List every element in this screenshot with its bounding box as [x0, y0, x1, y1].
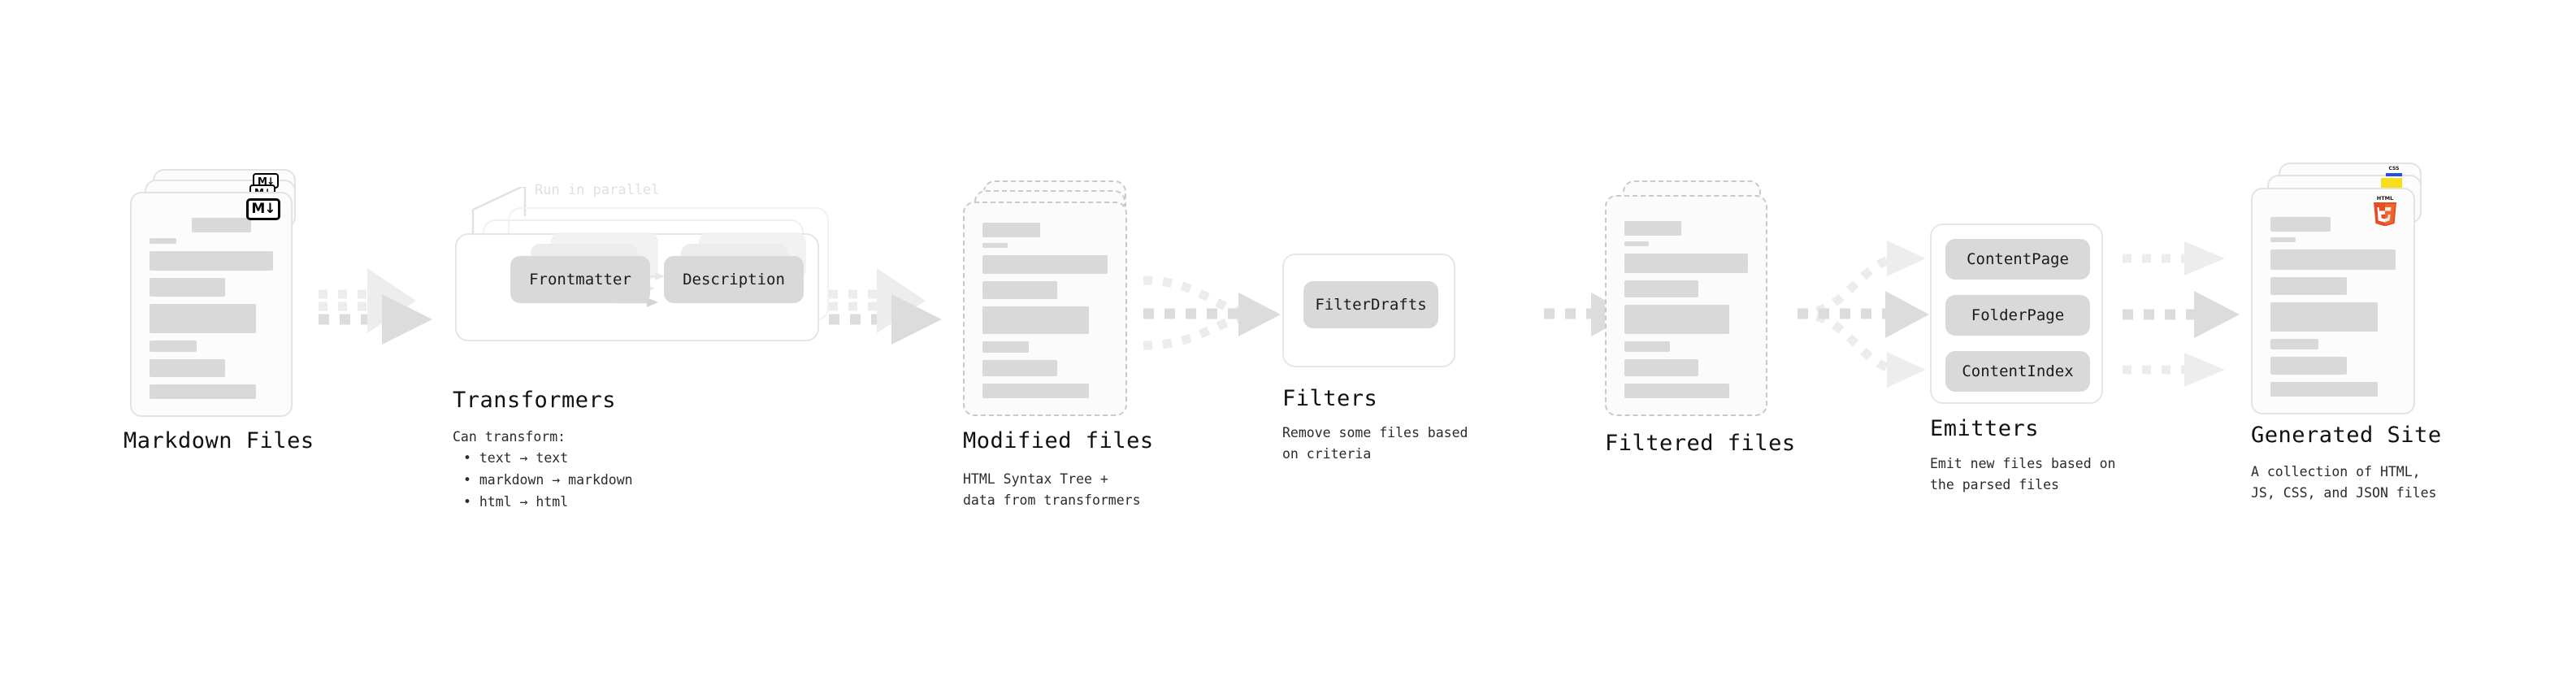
doc-line — [2270, 217, 2331, 232]
stage-markdown-files: M↓ M↓ M↓ — [130, 169, 306, 417]
arrow-transformers-to-modified — [829, 268, 942, 345]
page-title-generated-site: Generated Site — [2251, 423, 2442, 448]
filters-subtitle: Remove some files based on criteria — [1282, 425, 1468, 462]
doc-line — [2270, 249, 2396, 270]
doc-line — [150, 358, 225, 377]
chip-contentindex[interactable]: ContentIndex — [1945, 351, 2090, 392]
emitters-box: ContentPage FolderPage ContentIndex — [1930, 223, 2103, 404]
chip-frontmatter[interactable]: Frontmatter — [510, 256, 650, 303]
doc-line — [2270, 236, 2296, 243]
doc-line — [1624, 241, 1650, 247]
generated-site-stack: CSS HTML — [2251, 163, 2438, 414]
stage-modified-files — [963, 180, 1138, 416]
doc-line — [1624, 280, 1699, 298]
stage-generated-site: CSS HTML — [2251, 163, 2438, 414]
doc-line — [150, 340, 197, 352]
document-content — [2253, 189, 2413, 413]
document-content — [132, 193, 291, 415]
doc-line — [1624, 359, 1699, 376]
arrow-modified-to-filters — [1143, 275, 1281, 350]
doc-line — [2270, 276, 2347, 296]
document-content — [965, 203, 1125, 414]
doc-line — [982, 384, 1089, 398]
arrow-markdown-to-transformers — [319, 268, 432, 345]
page-title-emitters: Emitters — [1930, 416, 2040, 441]
chip-filterdrafts[interactable]: FilterDrafts — [1303, 281, 1438, 328]
doc-line — [982, 242, 1008, 249]
doc-line — [150, 250, 273, 271]
sheet-front — [130, 192, 293, 417]
doc-line — [150, 278, 225, 297]
doc-line — [982, 341, 1029, 353]
stage-transformers: Run in parallel Frontmatter Description — [447, 182, 829, 358]
page-title-markdown-files: Markdown Files — [124, 428, 314, 453]
page-title-filters: Filters — [1282, 386, 1378, 411]
page-title-transformers: Transformers — [453, 388, 617, 413]
sheet-front — [1605, 195, 1767, 416]
arrow-filtered-to-emitters — [1797, 241, 1929, 388]
svg-text:HTML: HTML — [2377, 195, 2393, 202]
doc-line — [1624, 340, 1671, 353]
transformers-subtitle: Can transform: — [453, 429, 566, 445]
transformers-bullet-0: • text → text — [463, 450, 569, 466]
modified-files-subtitle: HTML Syntax Tree + data from transformer… — [963, 471, 1141, 508]
css3-icon: CSS — [2386, 166, 2402, 176]
modified-file-stack — [963, 180, 1138, 416]
doc-line — [2270, 338, 2318, 350]
doc-line — [150, 303, 256, 334]
filters-box: FilterDrafts — [1282, 254, 1455, 367]
doc-line — [1624, 221, 1681, 236]
doc-line — [982, 359, 1058, 377]
markdown-file-stack: M↓ M↓ M↓ — [130, 169, 306, 417]
markdown-icon: M↓ — [246, 198, 280, 220]
arrow-emitters-to-site — [2123, 241, 2240, 387]
transformers-bullet-2: • html → html — [463, 494, 569, 510]
doc-line — [192, 218, 251, 233]
stage-filtered-files — [1605, 180, 1780, 416]
run-in-parallel-label: Run in parallel — [535, 182, 660, 198]
generated-site-subtitle: A collection of HTML, JS, CSS, and JSON … — [2251, 464, 2437, 501]
chip-description[interactable]: Description — [664, 256, 804, 303]
filtered-file-stack — [1605, 180, 1780, 416]
chip-contentpage[interactable]: ContentPage — [1945, 239, 2090, 280]
document-content — [1607, 197, 1766, 414]
chip-folderpage[interactable]: FolderPage — [1945, 295, 2090, 336]
doc-line — [982, 255, 1108, 275]
emitters-subtitle: Emit new files based on the parsed files — [1930, 456, 2116, 492]
page-title-filtered-files: Filtered files — [1605, 431, 1796, 456]
doc-line — [1624, 383, 1730, 398]
doc-line — [150, 238, 177, 244]
page-title-modified-files: Modified files — [963, 428, 1154, 453]
doc-line — [982, 306, 1089, 335]
doc-line — [150, 384, 256, 400]
doc-line — [982, 281, 1058, 299]
doc-line — [2270, 382, 2379, 397]
sheet-front — [2251, 188, 2415, 414]
html5-icon: HTML — [2374, 195, 2396, 226]
transformers-bullet-1: • markdown → markdown — [463, 472, 633, 488]
doc-line — [1624, 305, 1730, 334]
doc-line — [1624, 254, 1748, 273]
sheet-front — [963, 202, 1127, 416]
doc-line — [982, 223, 1040, 237]
doc-line — [2270, 302, 2379, 332]
doc-line — [2270, 357, 2347, 375]
parallel-bracket — [471, 187, 527, 237]
